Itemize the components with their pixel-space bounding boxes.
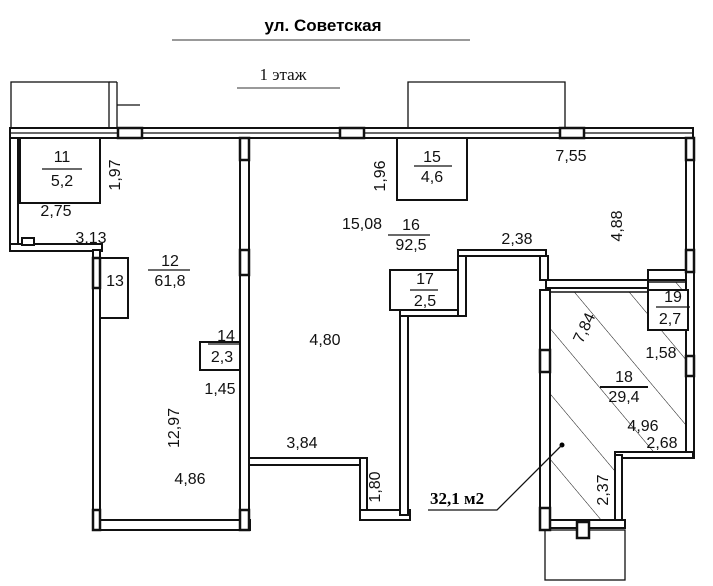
- svg-text:14: 14: [217, 328, 235, 345]
- svg-text:4,88: 4,88: [609, 210, 626, 241]
- svg-text:4,96: 4,96: [627, 418, 658, 435]
- svg-text:5,2: 5,2: [51, 173, 73, 190]
- room-13: 13: [106, 273, 124, 290]
- svg-text:1,58: 1,58: [645, 345, 676, 362]
- svg-text:29,4: 29,4: [608, 389, 639, 406]
- street-name: ул. Советская: [264, 16, 381, 35]
- walls: [9, 126, 696, 540]
- porches: [10, 81, 626, 581]
- svg-text:15,08: 15,08: [342, 216, 382, 233]
- svg-text:61,8: 61,8: [154, 273, 185, 290]
- svg-text:3,13: 3,13: [75, 230, 106, 247]
- svg-text:4,86: 4,86: [174, 471, 205, 488]
- svg-text:2,7: 2,7: [659, 311, 681, 328]
- highlight-area-label: 32,1 м2: [430, 489, 484, 508]
- room-16: 16 92,5: [388, 217, 430, 254]
- room-11: 11 5,2: [42, 149, 82, 190]
- callout-leader: [428, 444, 563, 511]
- svg-text:15: 15: [423, 149, 441, 166]
- svg-text:16: 16: [402, 217, 420, 234]
- room-12: 12 61,8: [148, 253, 190, 290]
- room-17: 17 2,5: [410, 271, 438, 310]
- svg-text:1,97: 1,97: [107, 159, 124, 190]
- svg-text:92,5: 92,5: [395, 237, 426, 254]
- svg-text:2,68: 2,68: [646, 435, 677, 452]
- svg-text:2,38: 2,38: [501, 231, 532, 248]
- svg-text:17: 17: [416, 271, 434, 288]
- svg-text:12: 12: [161, 253, 179, 270]
- svg-text:1,96: 1,96: [372, 160, 389, 191]
- svg-text:7,55: 7,55: [555, 148, 586, 165]
- svg-text:1,80: 1,80: [367, 471, 384, 502]
- svg-text:3,84: 3,84: [286, 435, 317, 452]
- svg-text:18: 18: [615, 369, 633, 386]
- svg-text:2,5: 2,5: [414, 293, 436, 310]
- svg-text:4,6: 4,6: [421, 169, 443, 186]
- svg-text:4,80: 4,80: [309, 332, 340, 349]
- svg-text:2,37: 2,37: [595, 474, 612, 505]
- svg-text:11: 11: [54, 149, 71, 166]
- svg-text:19: 19: [664, 289, 682, 306]
- svg-text:2,75: 2,75: [40, 203, 71, 220]
- room-15: 15 4,6: [414, 149, 452, 186]
- room-14: 14 2,3: [208, 328, 240, 366]
- room-19: 19 2,7: [656, 289, 690, 328]
- room-18: 18 29,4: [600, 369, 648, 406]
- svg-text:12,97: 12,97: [166, 408, 183, 448]
- floor-label: 1 этаж: [260, 65, 307, 84]
- svg-text:1,45: 1,45: [204, 381, 235, 398]
- svg-text:2,3: 2,3: [211, 349, 233, 366]
